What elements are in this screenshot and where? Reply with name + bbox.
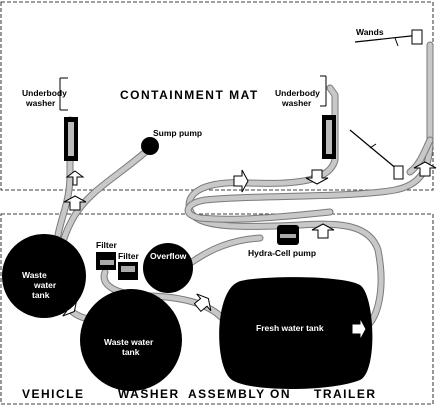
underbody-washer-right-label-2: washer bbox=[281, 98, 312, 108]
trailer-title-word-3: ASSEMBLY bbox=[188, 387, 266, 401]
overflow-tank bbox=[143, 243, 193, 293]
underbody-washer-right bbox=[320, 75, 336, 159]
flow-arrow bbox=[65, 170, 85, 186]
waste-water-tank-2 bbox=[80, 289, 182, 391]
trailer-title-word-2: WASHER bbox=[118, 387, 180, 401]
waste-tank-2-label-b: tank bbox=[122, 347, 140, 357]
hydra-cell-pump-detail bbox=[280, 234, 296, 238]
wands-label: Wands bbox=[356, 27, 384, 37]
sump-pump bbox=[141, 137, 159, 155]
flow-arrow bbox=[63, 195, 87, 211]
sump-pump-label: Sump pump bbox=[153, 128, 202, 138]
underbody-washer-left-label-1: Underbody bbox=[22, 88, 67, 98]
flow-arrow bbox=[351, 317, 367, 341]
waste-tank-1-label-c: tank bbox=[32, 290, 50, 300]
trailer-title-word-1: VEHICLE bbox=[22, 387, 85, 401]
trailer-title-word-5: TRAILER bbox=[314, 387, 377, 401]
waste-water-tank-1 bbox=[2, 234, 86, 318]
underbody-washer-right-label-1: Underbody bbox=[275, 88, 320, 98]
underbody-washer-left-label-2: washer bbox=[25, 98, 56, 108]
filter-unit-2 bbox=[118, 262, 138, 280]
flow-arrow bbox=[413, 161, 437, 177]
flow-arrow bbox=[193, 293, 212, 313]
trailer-boundary bbox=[0, 213, 434, 405]
fresh-water-tank bbox=[219, 277, 373, 389]
filter-unit-1 bbox=[96, 252, 116, 270]
underbody-washer-left bbox=[59, 77, 78, 161]
waste-tank-1-label-b: water bbox=[33, 280, 57, 290]
waste-tank-2-label-a: Waste water bbox=[104, 337, 154, 347]
flow-arrow bbox=[311, 223, 335, 239]
wand-lower bbox=[349, 129, 404, 180]
waste-tank-1-label-a: Waste bbox=[22, 270, 47, 280]
flow-arrows bbox=[59, 161, 437, 317]
fresh-water-tank-label: Fresh water tank bbox=[256, 323, 324, 333]
flow-arrow bbox=[233, 169, 249, 193]
flow-arrow bbox=[305, 169, 329, 185]
overflow-label: Overflow bbox=[150, 251, 187, 261]
wand-upper bbox=[354, 29, 423, 47]
filter-2-label: Filter bbox=[118, 251, 139, 261]
hydra-cell-pump-label: Hydra-Cell pump bbox=[248, 248, 316, 258]
filter-1-label: Filter bbox=[96, 240, 117, 250]
containment-mat-title: CONTAINMENT MAT bbox=[120, 88, 259, 102]
trailer-title-word-4: ON bbox=[270, 387, 291, 401]
